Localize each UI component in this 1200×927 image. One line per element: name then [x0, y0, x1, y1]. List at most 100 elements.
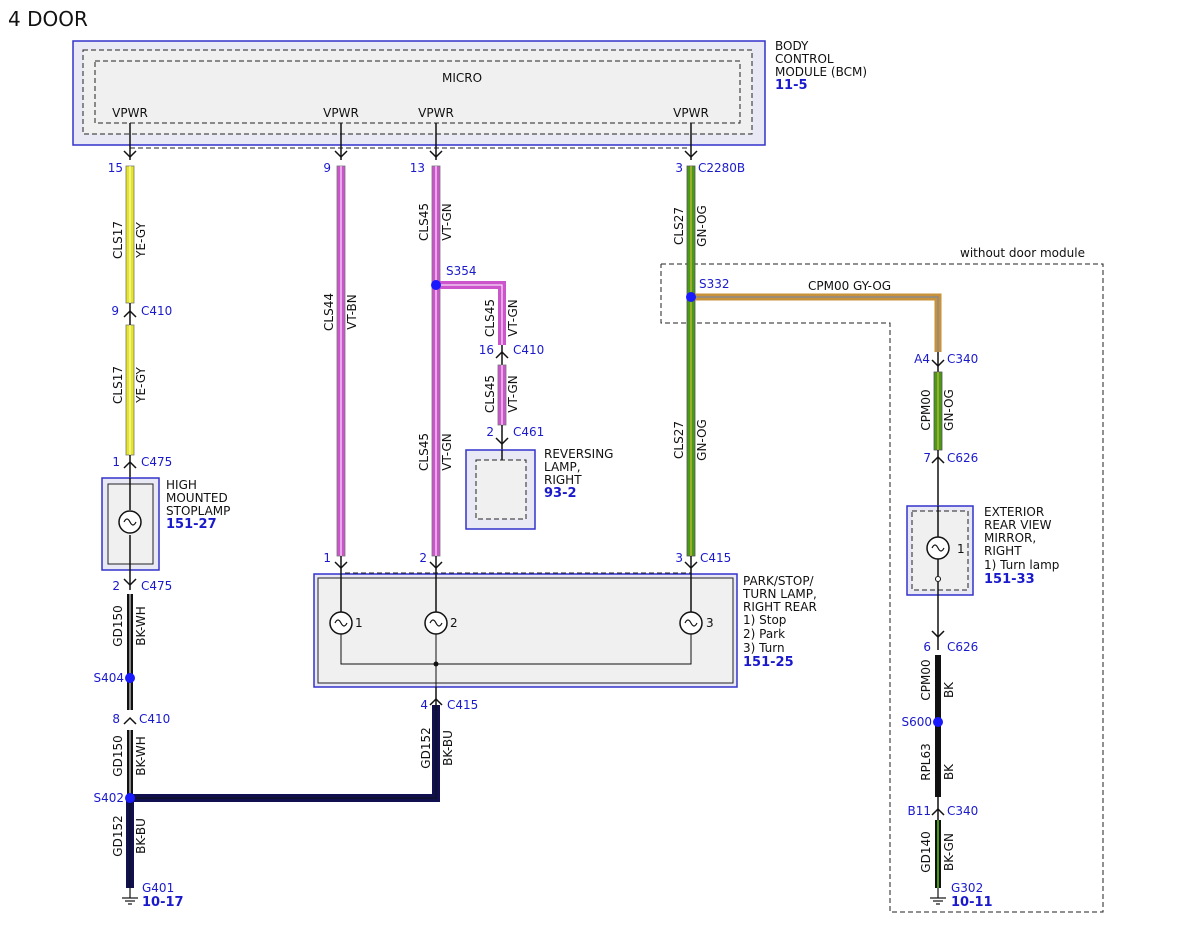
pst-label-6: 3) Turn — [743, 641, 785, 655]
connector-c475-a: C475 — [141, 455, 172, 469]
wire-color-vtgn-1: VT-GN — [440, 203, 454, 240]
wire-id-gd150-1: GD150 — [111, 605, 125, 646]
wire-id-gd152-2: GD152 — [419, 727, 433, 768]
park-stop-turn-lamp: 1 2 3 PARK/STOP/ TURN LAMP, RIGHT REAR 1… — [313, 556, 817, 705]
splice-label-s600: S600 — [901, 715, 932, 729]
wire-color-yegy-1: YE-GY — [134, 221, 148, 258]
wire-color-bkbu-1: BK-BU — [134, 818, 148, 854]
wire-gd152-horizontal — [130, 705, 440, 802]
wire-color-vtgn-2: VT-GN — [440, 433, 454, 470]
splice-s404 — [125, 673, 135, 683]
bcm-connector-chevrons — [123, 123, 698, 160]
c410-chevron-a — [123, 303, 137, 325]
connector-c415-a: C415 — [700, 551, 731, 565]
wire-id-gd150-2: GD150 — [111, 735, 125, 776]
wire-id-cpm00-2: CPM00 — [919, 659, 933, 700]
wire-color-gnog-2: GN-OG — [695, 419, 709, 461]
pst-label-1: PARK/STOP/ — [743, 574, 815, 588]
pin-13: 13 — [410, 161, 425, 175]
wire-color-bk-1: BK — [942, 681, 956, 698]
mirror-bulb-label: 1 — [957, 542, 965, 556]
wire-id-cls45-1: CLS45 — [417, 203, 431, 241]
wire-color-vtbn: VT-BN — [345, 294, 359, 330]
region-label: without door module — [960, 246, 1085, 260]
hmsl-label-2: MOUNTED — [166, 491, 228, 505]
pst-ref-link[interactable]: 151-25 — [743, 655, 794, 670]
connector-c461: C461 — [513, 425, 544, 439]
hmsl-label-3: STOPLAMP — [166, 504, 230, 518]
ground-g302-ref-link[interactable]: 10-11 — [951, 895, 993, 910]
connector-c626-a: C626 — [947, 451, 978, 465]
bcm-label-line1: BODY — [775, 39, 809, 53]
connector-c626-b: C626 — [947, 640, 978, 654]
splice-label-s332: S332 — [699, 277, 730, 291]
ground-g401-ref-link[interactable]: 10-17 — [142, 895, 184, 910]
pin-b11-c340: B11 — [907, 804, 931, 818]
page-title: 4 DOOR — [8, 7, 88, 31]
connector-c415-b: C415 — [447, 698, 478, 712]
pst-label-3: RIGHT REAR — [743, 600, 817, 614]
wire-label-cpm00-gyog: CPM00 GY-OG — [808, 279, 891, 293]
pin-9: 9 — [323, 161, 331, 175]
wire-id-cls45-2: CLS45 — [417, 433, 431, 471]
wire-color-bkwh-2: BK-WH — [134, 736, 148, 776]
wire-id-cls44: CLS44 — [322, 293, 336, 331]
splice-s332 — [686, 292, 696, 302]
wire-id-cls45-3: CLS45 — [483, 299, 497, 337]
rev-label-1: REVERSING — [544, 447, 613, 461]
mirror-label-3: MIRROR, — [984, 531, 1036, 545]
wire-cpm00-gyog — [691, 293, 942, 352]
ground-icon-g401 — [122, 888, 138, 905]
bulb-label-1: 1 — [355, 616, 363, 630]
mirror-ref-link[interactable]: 151-33 — [984, 572, 1035, 587]
pin-9-c410: 9 — [111, 304, 119, 318]
rev-ref-link[interactable]: 93-2 — [544, 486, 577, 501]
bcm-label-line2: CONTROL — [775, 52, 834, 66]
splice-label-s402: S402 — [93, 791, 124, 805]
wire-id-cls17-2: CLS17 — [111, 366, 125, 404]
bcm-module: MICRO VPWR VPWR VPWR VPWR BODY CONTROL M… — [72, 39, 867, 149]
connector-c2280b: C2280B — [698, 161, 745, 175]
wire-id-rpl63: RPL63 — [919, 743, 933, 781]
connector-c410-a: C410 — [141, 304, 172, 318]
vpwr-label-1: VPWR — [112, 106, 148, 120]
wire-id-cls27-1: CLS27 — [672, 207, 686, 245]
ground-g302: G302 — [951, 881, 983, 895]
wire-id-cpm00-1: CPM00 — [919, 389, 933, 430]
splice-label-s404: S404 — [93, 671, 124, 685]
connector-c410-c: C410 — [513, 343, 544, 357]
door-module-region: without door module — [660, 246, 1104, 913]
wire-color-vtgn-4: VT-GN — [506, 375, 520, 412]
pin-3: 3 — [675, 161, 683, 175]
ground-g401: G401 — [142, 881, 174, 895]
connector-c340-a: C340 — [947, 352, 978, 366]
rev-label-2: LAMP, — [544, 460, 581, 474]
rev-label-3: RIGHT — [544, 473, 582, 487]
connector-c475-b: C475 — [141, 579, 172, 593]
wire-color-vtgn-3: VT-GN — [506, 299, 520, 336]
connector-c340-b: C340 — [947, 804, 978, 818]
wire-color-gnog-1: GN-OG — [695, 205, 709, 247]
vpwr-label-2: VPWR — [323, 106, 359, 120]
splice-label-s354: S354 — [446, 264, 477, 278]
wire-color-gnog-3: GN-OG — [942, 389, 956, 431]
high-mounted-stoplamp: HIGH MOUNTED STOPLAMP 151-27 — [101, 477, 230, 572]
ground-icon-g302 — [930, 888, 946, 905]
bcm-ref-link[interactable]: 11-5 — [775, 78, 808, 93]
lamp-pin-3: 3 — [675, 551, 683, 565]
bulb-label-3: 3 — [706, 616, 714, 630]
exterior-rear-view-mirror: 1 EXTERIOR REAR VIEW MIRROR, RIGHT 1) Tu… — [906, 505, 1059, 596]
connector-c410-b: C410 — [139, 712, 170, 726]
hmsl-ref-link[interactable]: 151-27 — [166, 517, 217, 532]
splice-s402 — [125, 793, 135, 803]
wire-color-bkgn: BK-GN — [942, 833, 956, 871]
wire-id-cls17-1: CLS17 — [111, 221, 125, 259]
pst-label-2: TURN LAMP, — [742, 587, 817, 601]
mirror-label-5: 1) Turn lamp — [984, 558, 1059, 572]
wire-id-gd152-1: GD152 — [111, 815, 125, 856]
pin-1-c475: 1 — [112, 455, 120, 469]
pin-4-c415: 4 — [420, 698, 428, 712]
pst-label-5: 2) Park — [743, 627, 785, 641]
pst-label-4: 1) Stop — [743, 613, 786, 627]
